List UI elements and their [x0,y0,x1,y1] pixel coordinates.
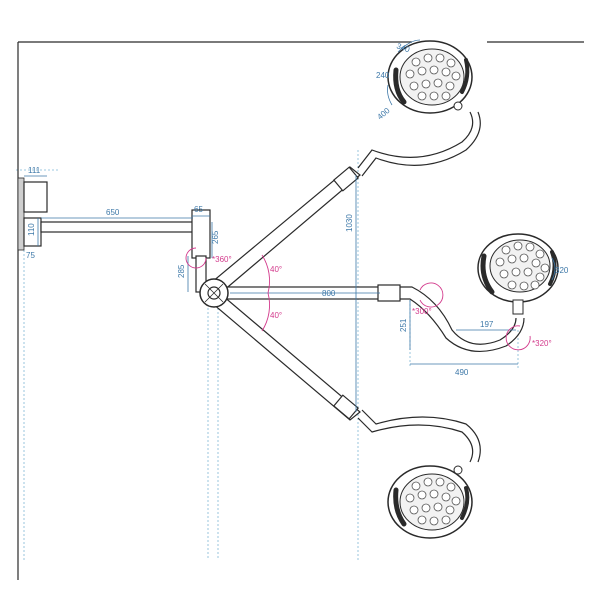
dimension-lines [24,39,556,412]
dim-arc-head-mid [551,257,556,281]
label-lower-arm-angle: 40° [270,311,282,320]
label-mount-height: 110 [27,223,36,236]
upper-spring-arm [357,111,474,169]
label-head-height-top: 400 [376,106,392,122]
lamp-head-top-handle-right [460,58,470,94]
hub-cross-b [204,283,224,303]
lamp-head-bottom-leds [405,477,461,526]
upper-spring-arm-inner [361,111,481,177]
wall-mount-box [23,181,48,213]
wall-arm-tube [40,221,194,233]
label-head-width-mid: 320 [555,266,569,275]
lamp-head-middle [477,233,559,315]
label-drop-height: 285 [177,264,186,278]
label-middle-arm-length: 800 [322,289,336,298]
label-middle-pivot-angle: *300° [412,307,432,316]
structure [17,41,584,580]
lamp-head-bottom-handle-left [393,487,407,527]
lamp-head-bottom-center-handle [453,465,463,475]
angle-arc-hub-rotation [185,247,207,269]
upper-arm-collar [332,166,360,192]
lamp-head-middle-handle-left [480,253,495,295]
label-hub-rotation: *360° [212,255,232,264]
lamp-head-top-handle-left [393,67,407,105]
dim-arc-head-top [397,39,421,53]
angle-arc-middle-pivot [419,282,444,308]
label-arm-length: 650 [106,208,120,217]
label-head-width-top-b: 240 [376,71,390,80]
lamp-head-middle-leds [495,241,550,291]
dim-arc-head-top-side [387,84,393,106]
wall-plate [17,177,25,251]
label-head-width-top-a: 340 [395,41,411,54]
label-yoke-rotation-angle: *320° [532,339,552,348]
upper-arm [205,166,361,298]
lamp-head-bottom-handle-right [460,486,470,520]
label-yoke-span: 490 [455,368,469,377]
label-upper-arm-angle: 40° [270,265,282,274]
lower-spring-arm-inner [361,409,481,463]
lamp-head-bottom [387,465,473,539]
lamp-head-top [387,40,473,114]
wall-arm-joint-box [191,209,211,259]
dimension-labels: 111 110 75 650 65 265 285 1030 800 340 2… [26,41,569,377]
lower-arm [205,289,361,421]
lamp-head-middle-handle-right [548,250,557,286]
lower-arm-collar [332,394,360,420]
suspension-arms [199,166,401,421]
label-mount-width: 111 [28,166,41,175]
angle-arc-lower [261,292,271,332]
middle-spring-arm-inner [400,298,525,352]
wall-arm [40,209,211,293]
label-yoke-height: 251 [399,318,408,332]
angle-arcs [185,247,531,351]
label-mount-offset: 75 [26,251,35,260]
label-joint-height: 265 [211,230,220,244]
angle-arc-upper [261,254,271,294]
lamp-head-top-leds [405,53,461,101]
middle-arm-collar [377,284,401,302]
label-joint-width: 65 [194,205,203,214]
angle-labels: *360° 40° 40° *300° *320° [212,255,552,348]
lamp-head-top-center-handle [453,101,463,111]
angle-arc-yoke [505,325,531,351]
label-vertical-span: 1030 [345,214,354,232]
lamp-head-middle-neck [512,299,524,315]
lower-spring-arm [357,417,474,463]
label-yoke-length: 197 [480,320,494,329]
